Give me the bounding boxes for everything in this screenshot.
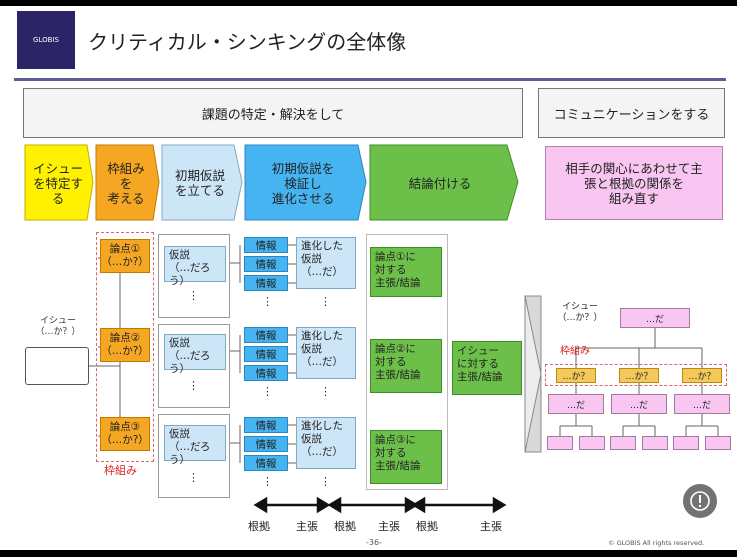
pyramid-framework-caption: 枠組み: [560, 346, 590, 357]
alert-icon[interactable]: [681, 482, 719, 520]
framework-caption: 枠組み: [104, 464, 137, 477]
pyramid-leaf-5: [673, 436, 699, 450]
section-heading-left: 課題の特定・解決をして: [23, 88, 523, 138]
pyramid-issue-label: イシュー （…か？）: [557, 302, 603, 323]
evolved-hypothesis-1: 進化した 仮説 （…だ）: [296, 237, 356, 289]
step-label-1: イシュー を特定す る: [32, 160, 83, 206]
info-2c: 情報: [244, 365, 288, 381]
globis-logo: GLOBIS: [17, 11, 75, 69]
bottom-label-5: 根拠: [416, 520, 438, 533]
issue-label: イシュー （…か？）: [35, 316, 81, 337]
step-label-5: 結論付ける: [408, 175, 472, 191]
point-1: 論点① （…か?）: [100, 239, 150, 273]
pyramid-leaf-1: [547, 436, 573, 450]
page-number: -36-: [366, 538, 382, 547]
info-1b: 情報: [244, 256, 288, 272]
ellipsis-2: ⋮: [188, 379, 199, 392]
step-arrow-5: [369, 144, 519, 221]
bottom-label-4: 主張: [378, 520, 400, 533]
section-heading-right: コミュニケーションをする: [538, 88, 725, 138]
pyramid-answer-3: …だ: [674, 394, 730, 414]
pyramid-answer-1: …だ: [548, 394, 604, 414]
info-1a: 情報: [244, 237, 288, 253]
ellipsis-evolved-2: ⋮: [320, 385, 331, 398]
step-label-6: 相手の関心にあわせて主 張と根拠の関係を 組み直す: [545, 146, 723, 220]
bottom-label-6: 主張: [480, 520, 502, 533]
step-arrow-3: [161, 144, 243, 221]
pyramid-question-2: …か？: [619, 368, 659, 383]
ellipsis-evolved-3: ⋮: [320, 475, 331, 488]
issue-box: [25, 347, 89, 385]
diagram-lines: [88, 244, 719, 514]
info-2a: 情報: [244, 327, 288, 343]
evolved-hypothesis-2: 進化した 仮説 （…だ）: [296, 327, 356, 379]
hypothesis-1: 仮説 （…だろう）: [164, 246, 226, 287]
info-3c: 情報: [244, 455, 288, 471]
slide: GLOBIS クリティカル・シンキングの全体像 課題の特定・解決をして コミュニ…: [0, 6, 737, 550]
framework-area: [96, 232, 154, 462]
logo-text: GLOBIS: [33, 36, 59, 44]
copyright: © GLOBIS All rights reserved.: [608, 539, 705, 547]
step-label-2: 枠組み を 考える: [107, 160, 145, 206]
pyramid-framework-area: [545, 364, 727, 386]
pyramid-leaf-4: [642, 436, 668, 450]
bottom-label-1: 根拠: [248, 520, 270, 533]
pyramid-top: …だ: [620, 308, 690, 328]
claim-2: 論点②に 対する 主張/結論: [370, 339, 442, 393]
point-3: 論点③ （…か?）: [100, 417, 150, 451]
ellipsis-1: ⋮: [188, 289, 199, 302]
ellipsis-info-2: ⋮: [262, 385, 273, 398]
info-1c: 情報: [244, 275, 288, 291]
pyramid-leaf-3: [610, 436, 636, 450]
point-2: 論点② （…か?）: [100, 328, 150, 362]
exclamation-icon: [690, 491, 710, 511]
pyramid-question-3: …か？: [682, 368, 722, 383]
bottom-label-2: 主張: [296, 520, 318, 533]
hypothesis-2: 仮説 （…だろう）: [164, 334, 226, 375]
ellipsis-3: ⋮: [188, 471, 199, 484]
steps-arrows: [24, 144, 519, 221]
ellipsis-info-3: ⋮: [262, 475, 273, 488]
step-label-3: 初期仮説 を立てる: [174, 168, 225, 198]
step-arrow-2: [95, 144, 160, 221]
step-label-4: 初期仮説を 検証し 進化させる: [271, 160, 335, 206]
final-claim: イシュー に対する 主張/結論: [452, 341, 522, 395]
step-arrow-1: [24, 144, 94, 221]
pyramid-question-1: …か？: [556, 368, 596, 383]
info-3a: 情報: [244, 417, 288, 433]
pyramid-answer-2: …だ: [611, 394, 667, 414]
hypothesis-3: 仮説 （…だろう）: [164, 425, 226, 466]
evolved-hypothesis-3: 進化した 仮説 （…だ）: [296, 417, 356, 469]
ellipsis-info-1: ⋮: [262, 295, 273, 308]
step-arrow-4: [244, 144, 367, 221]
claim-1: 論点①に 対する 主張/結論: [370, 247, 442, 297]
bottom-label-3: 根拠: [334, 520, 356, 533]
pyramid-leaf-6: [705, 436, 731, 450]
slide-title: クリティカル・シンキングの全体像: [88, 30, 407, 54]
bottom-arrows: [253, 496, 507, 514]
title-rule: [14, 78, 726, 81]
pyramid-leaf-2: [579, 436, 605, 450]
claims-area: [366, 234, 448, 490]
claim-3: 論点③に 対する 主張/結論: [370, 430, 442, 484]
info-3b: 情報: [244, 436, 288, 452]
info-2b: 情報: [244, 346, 288, 362]
ellipsis-evolved-1: ⋮: [320, 295, 331, 308]
